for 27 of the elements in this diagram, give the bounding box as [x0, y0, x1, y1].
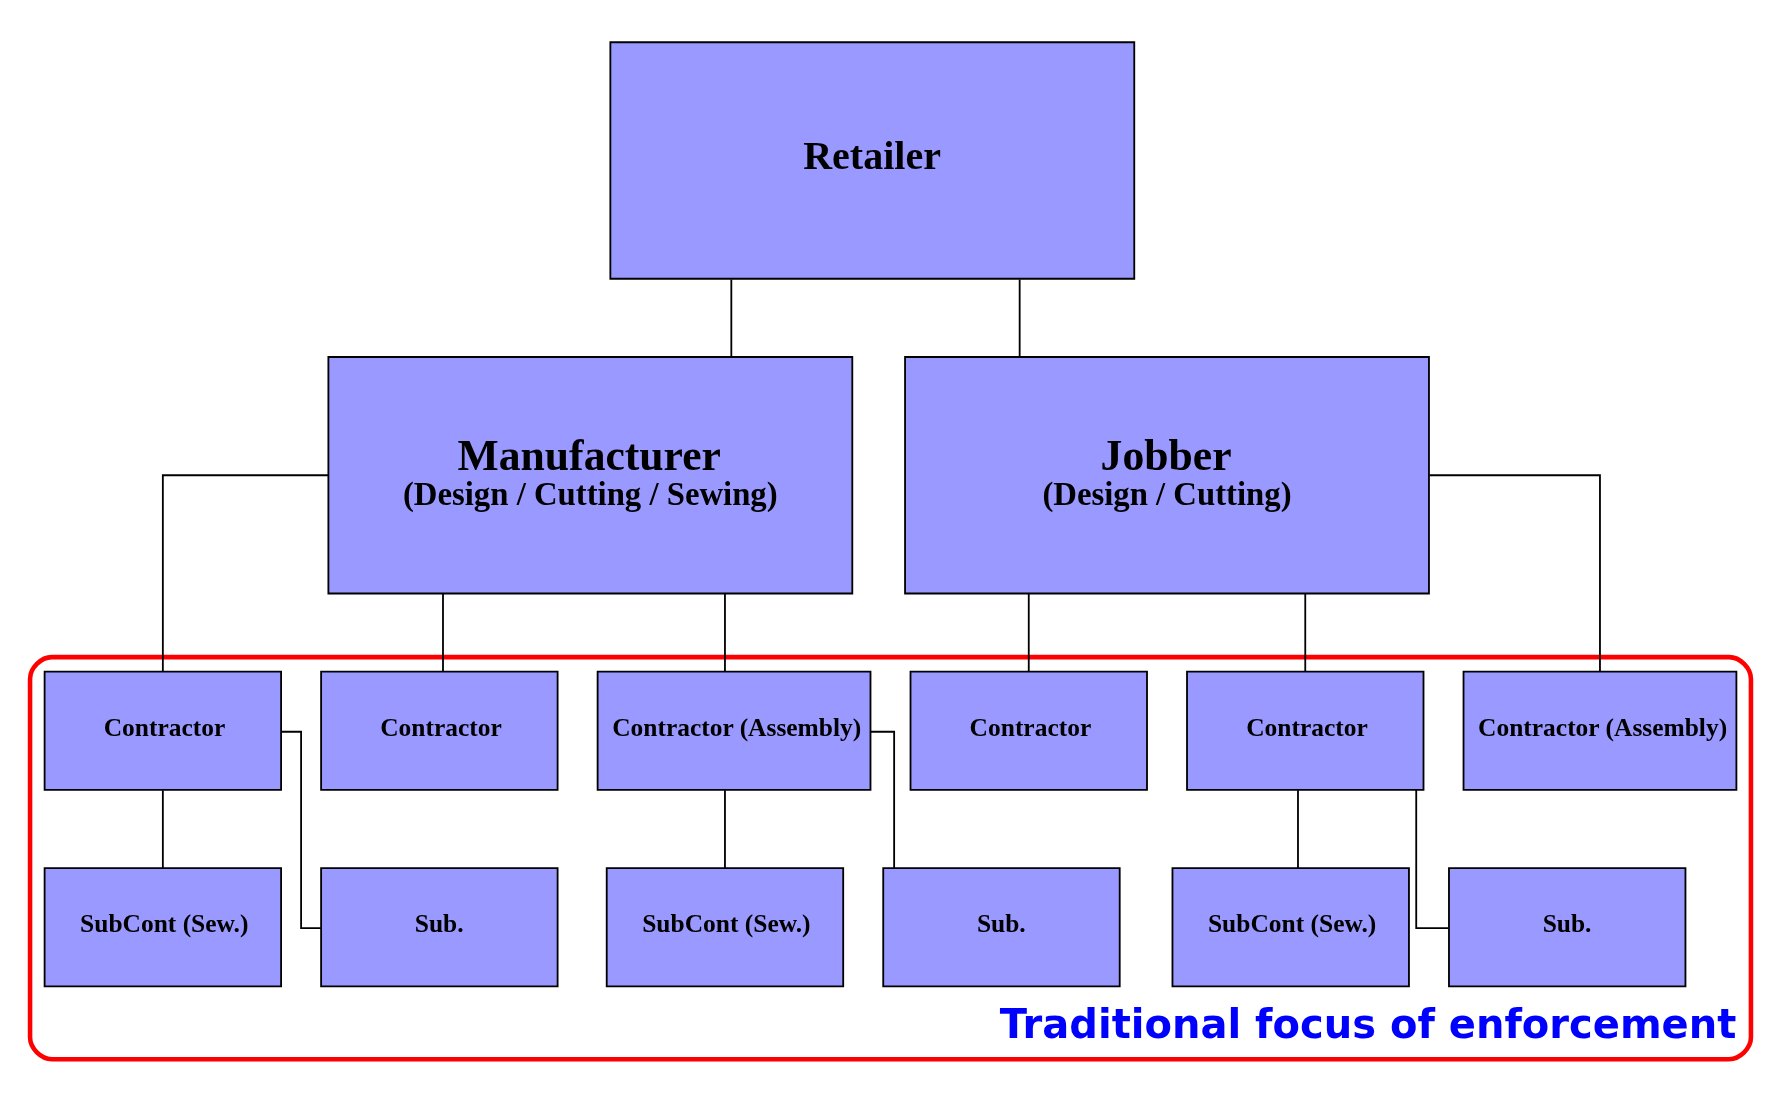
connector — [724, 789, 726, 869]
connector — [1018, 278, 1021, 358]
connector — [730, 278, 733, 358]
node-box: Sub. — [882, 867, 1121, 988]
node-box: Contractor (Assembly) — [1462, 670, 1738, 791]
connector — [1027, 593, 1030, 673]
connector — [1428, 474, 1601, 673]
node-box: SubCont (Sew.) — [43, 867, 282, 988]
node-box: Contractor — [320, 670, 559, 791]
node-box: Sub. — [1448, 867, 1687, 988]
node-box: SubCont (Sew.) — [1171, 867, 1410, 988]
connector — [724, 593, 726, 673]
node-box: SubCont (Sew.) — [605, 867, 845, 988]
node-box: Manufacturer (Design / Cutting / Sewing) — [327, 356, 854, 595]
connector — [1297, 789, 1299, 869]
connector — [161, 474, 330, 673]
connector — [161, 789, 164, 869]
node-box: Sub. — [320, 867, 559, 988]
node-box: Contractor — [909, 670, 1148, 791]
node-box: Retailer — [609, 41, 1136, 280]
connector — [1415, 789, 1450, 930]
node-box: Jobber (Design / Cutting) — [904, 356, 1430, 595]
node-box: Contractor — [1186, 670, 1425, 791]
connector — [1304, 593, 1307, 673]
node-box: Contractor (Assembly) — [596, 670, 872, 791]
node-box: Contractor — [43, 670, 282, 791]
connector — [442, 593, 444, 673]
